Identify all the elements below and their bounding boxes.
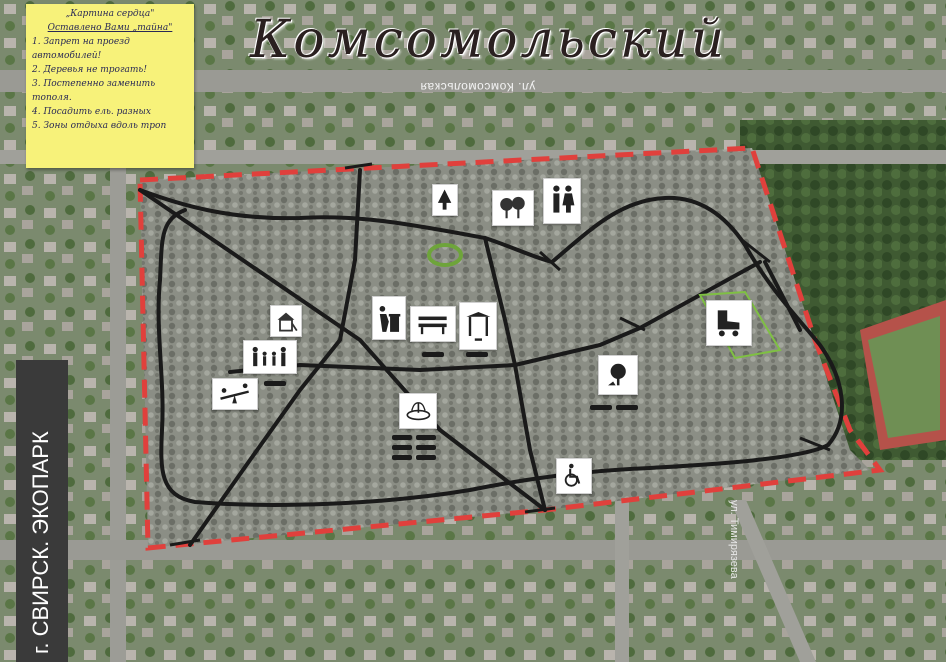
note-item: 3. Постепенно заменить <box>32 78 156 89</box>
note-item: тополя. <box>32 92 72 103</box>
note-item: 1. Запрет на проезд <box>32 36 130 47</box>
park-area <box>140 148 870 548</box>
bench-marker <box>392 445 412 450</box>
city-label-bar: г. СВИРСК. ЭКОПАРК <box>16 360 68 662</box>
note-heading-2: Оставлено Вами „тайна" <box>47 22 173 33</box>
gazebo-icon <box>459 302 497 350</box>
playground-house-icon <box>270 305 302 337</box>
green-ring-marker <box>427 243 463 267</box>
fountain-icon <box>399 393 437 429</box>
note-item: 5. Зоны отдыха вдоль троп <box>32 120 167 131</box>
bench-marker <box>466 352 488 357</box>
conifer-tree-icon <box>432 184 458 216</box>
bench-marker <box>416 455 436 460</box>
city-label: г. СВИРСК. ЭКОПАРК <box>28 431 53 654</box>
note-heading-1: „Картина сердца" <box>65 9 155 19</box>
dog-walking-icon <box>598 355 638 395</box>
map-title: Комсомольский <box>250 10 728 70</box>
bench-marker <box>264 381 286 386</box>
street-label-top: ул. Комсомольская <box>420 80 536 94</box>
note-item: 2. Деревья не трогать! <box>32 64 147 75</box>
bench-marker <box>422 352 444 357</box>
deciduous-trees-icon <box>492 190 534 226</box>
street-top-road <box>0 70 946 92</box>
bench-marker <box>416 435 436 440</box>
sticky-note: „Картина сердца" Оставлено Вами „тайна" … <box>26 4 194 168</box>
bench-marker <box>392 455 412 460</box>
roller-skate-icon <box>706 300 752 346</box>
restroom-icon <box>543 178 581 224</box>
note-item: автомобилей! <box>32 50 102 61</box>
seesaw-icon <box>212 378 258 410</box>
bench-marker <box>616 405 638 410</box>
wheelchair-icon <box>556 458 592 494</box>
street-label-right: ул. Тимирязева <box>728 500 740 579</box>
bench-icon <box>410 306 456 342</box>
family-icon <box>243 340 297 374</box>
note-item: 4. Посадить ель. разных <box>32 106 151 117</box>
trash-bin-icon <box>372 296 406 340</box>
entrance-marks <box>169 162 831 547</box>
street-bottom-road <box>0 540 946 560</box>
bench-marker <box>392 435 412 440</box>
street-left-road <box>110 150 126 662</box>
bench-marker <box>590 405 612 410</box>
park-boundary <box>137 145 885 551</box>
bench-marker <box>416 445 436 450</box>
